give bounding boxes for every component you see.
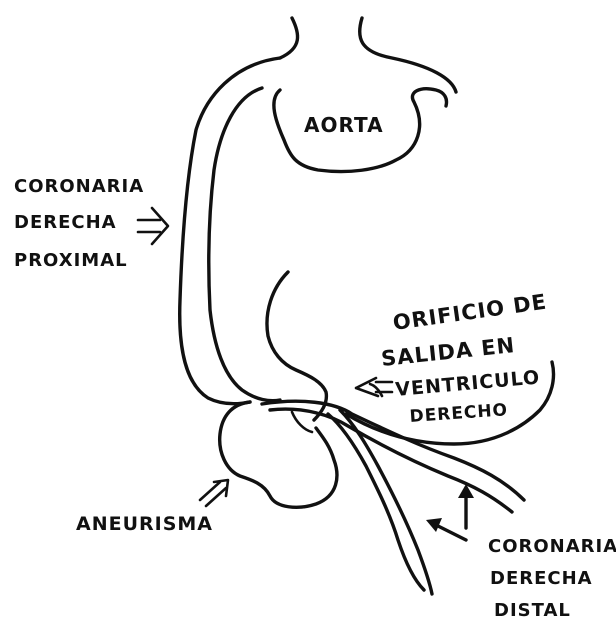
distal-label-line3: DISTAL [494,600,571,621]
orifice-label-line3: VENTRICULO [395,366,542,401]
aorta-shape [274,18,456,172]
proximal-coronary-label: CORONARIA DERECHA PROXIMAL [14,176,144,271]
distal-label-line2: DERECHA [490,568,593,589]
orifice-label-line1: ORIFICIO DE [391,290,548,335]
orifice-label: ORIFICIO DE SALIDA EN VENTRICULO DERECHO [380,290,548,427]
orifice-label-line4: DERECHO [409,400,509,427]
arrow-proximal-icon [138,208,168,244]
proximal-label-line1: CORONARIA [14,176,144,197]
arrow-distal-up-icon [458,484,474,528]
proximal-label-line3: PROXIMAL [14,250,128,271]
distal-label-line1: CORONARIA [488,536,616,557]
arrow-aneurysm-icon [200,480,228,506]
aneurysm-label: ANEURISMA [76,513,213,535]
aneurysm-sac [220,272,337,507]
arrow-distal-diag-icon [426,518,466,540]
distal-coronary-label: CORONARIA DERECHA DISTAL [488,536,616,621]
orifice-label-line2: SALIDA EN [380,333,516,371]
right-coronary-proximal-vessel [180,58,280,404]
aorta-label: AORTA [304,113,384,137]
distal-vessels [262,401,524,594]
arrow-orifice-icon [356,378,392,396]
proximal-label-line2: DERECHA [14,212,117,233]
